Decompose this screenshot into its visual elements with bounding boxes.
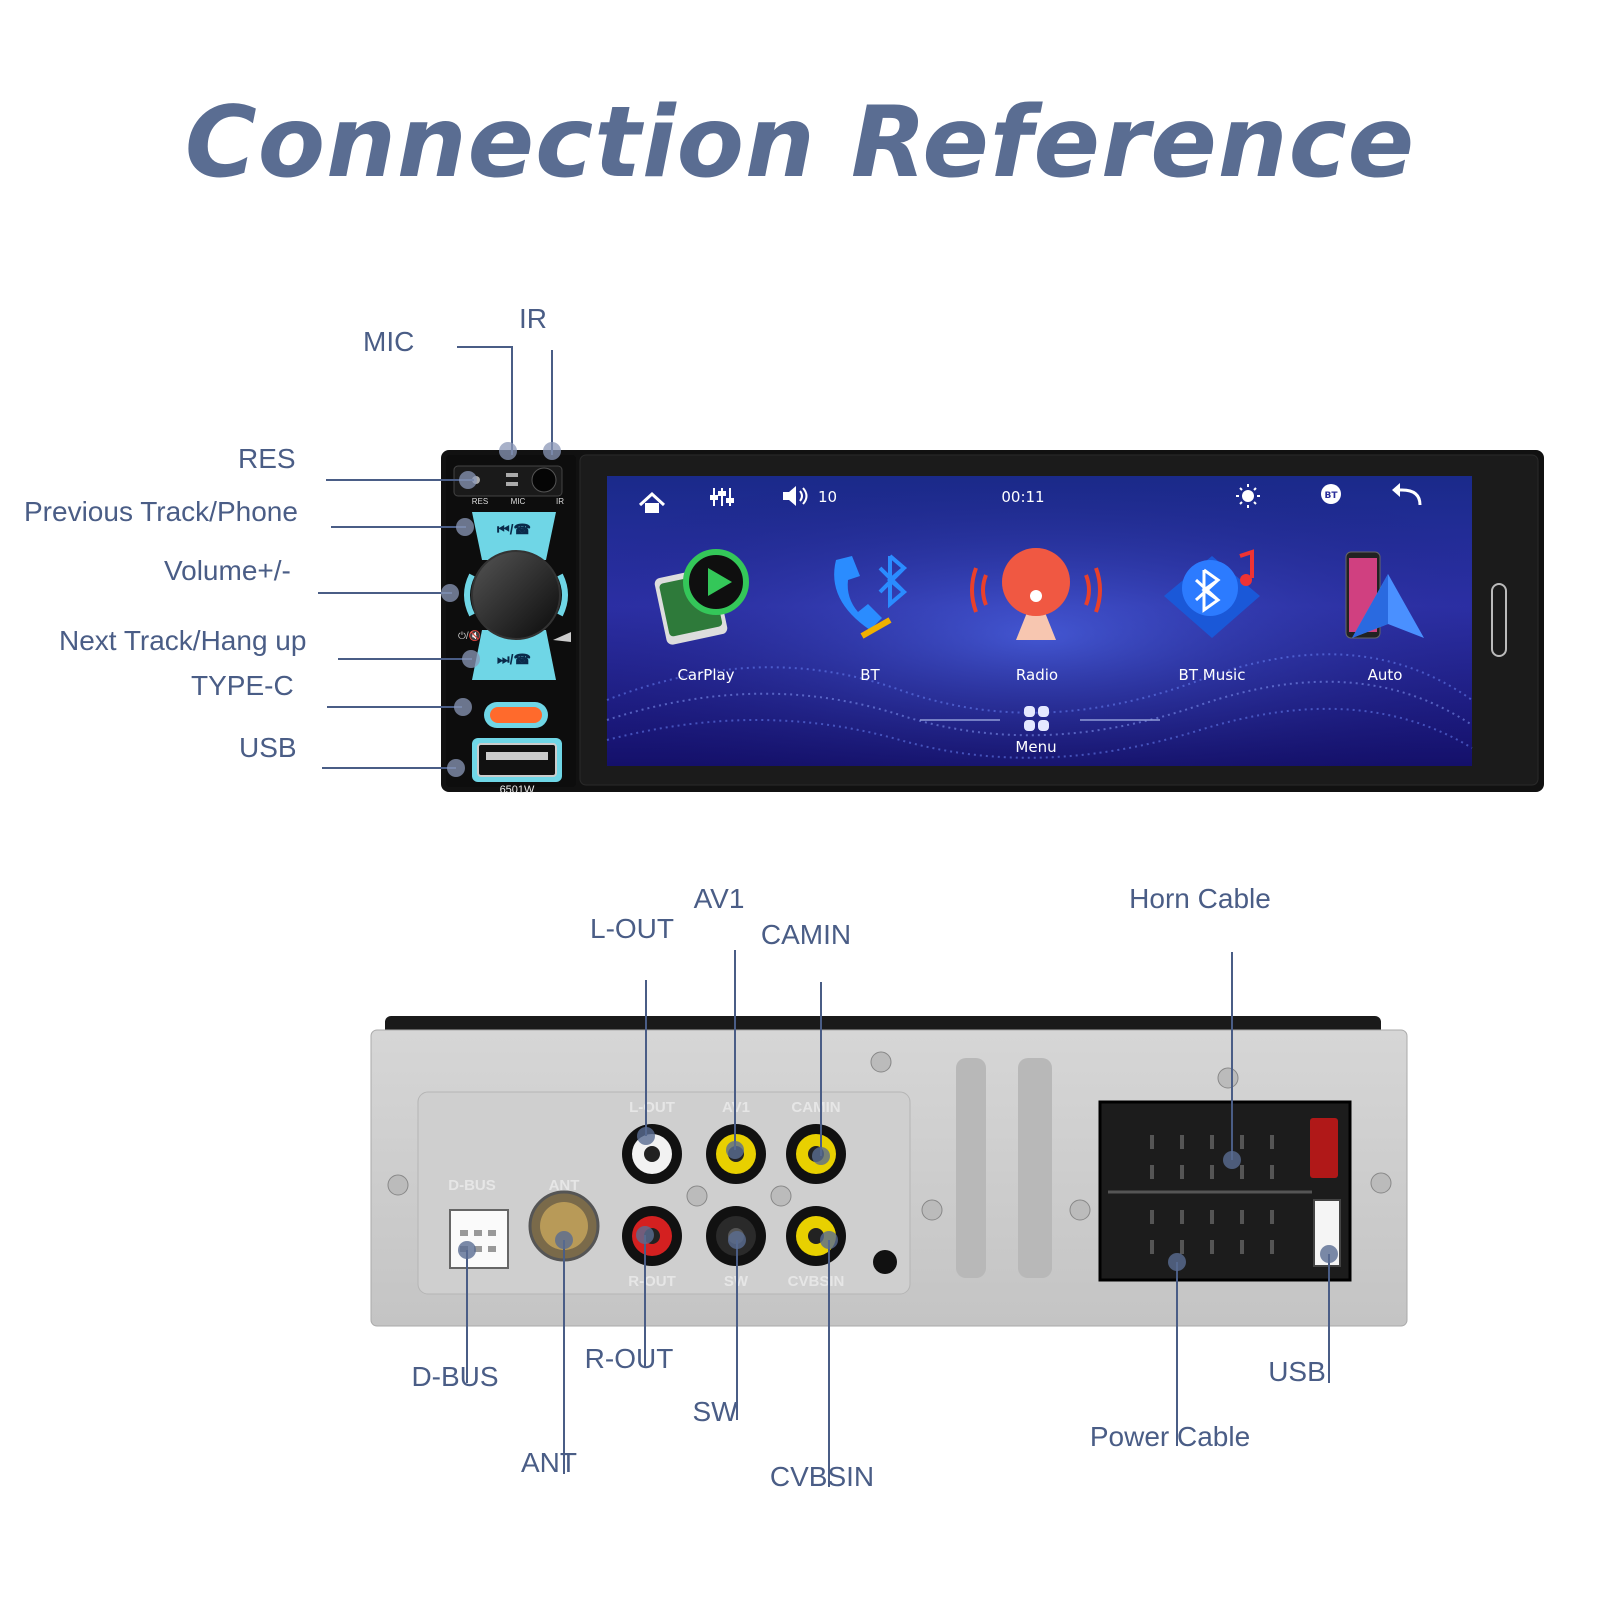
card-slot: [1491, 583, 1507, 657]
app-label: Auto: [1368, 666, 1403, 684]
volume-level-text: 10: [818, 488, 837, 506]
rear-callout-dots: [458, 1127, 1338, 1271]
bluetooth-music-icon: [1164, 549, 1260, 638]
app-bt[interactable]: BT: [834, 554, 908, 684]
power-mute-icon: ⏻/🔇: [458, 629, 481, 642]
back-arrow-icon[interactable]: [1392, 483, 1422, 506]
app-bt-music[interactable]: BT Music: [1164, 549, 1260, 684]
page-title: Connection Reference: [184, 86, 1416, 200]
front-panel: 10 00:11 BT Car: [441, 450, 1544, 796]
android-auto-icon: [1345, 551, 1424, 639]
emboss-cvbsin: CVBSIN: [788, 1273, 845, 1290]
app-label: BT: [860, 666, 880, 684]
app-label: CarPlay: [677, 666, 734, 684]
ir-callout-label: IR: [519, 303, 547, 334]
emboss-ant: ANT: [549, 1177, 580, 1194]
phone-bluetooth-icon: [834, 554, 908, 639]
svg-text:⏮/☎: ⏮/☎: [497, 521, 531, 537]
panel-mark-mic: MIC: [511, 497, 526, 506]
ant-callout-label: ANT: [521, 1447, 577, 1478]
emboss-dbus: D-BUS: [448, 1177, 496, 1194]
dbus-connector[interactable]: [449, 1209, 509, 1269]
vent-slots: [956, 1058, 1052, 1278]
res-callout-label: RES: [238, 443, 296, 474]
previous-track-button[interactable]: [472, 512, 556, 560]
front-callout-dots: [441, 442, 561, 777]
app-label: Radio: [1016, 666, 1058, 684]
dbus-callout-label: D-BUS: [411, 1361, 499, 1392]
typec-callout-label: TYPE-C: [191, 670, 294, 701]
radio-icon: [970, 548, 1102, 640]
volume-callout-label: Volume+/-: [164, 555, 291, 586]
volume-knob[interactable]: [471, 550, 561, 640]
menu-button[interactable]: Menu: [1015, 706, 1057, 756]
panel-mark-ir: IR: [556, 497, 564, 506]
emboss-lout: L-OUT: [629, 1099, 675, 1116]
av1-callout-label: AV1: [693, 883, 745, 914]
brightness-icon[interactable]: [1236, 484, 1260, 508]
cvbsin-callout-label: CVBSIN: [769, 1461, 875, 1492]
speaker-icon[interactable]: [783, 486, 808, 506]
emboss-camin: CAMIN: [791, 1099, 840, 1116]
model-mark: 6501W: [500, 784, 535, 796]
app-carplay[interactable]: CarPlay: [654, 549, 749, 684]
menu-label: Menu: [1015, 738, 1056, 756]
menu-grid-icon: [1024, 706, 1049, 731]
lout-callout-label: L-OUT: [590, 913, 674, 944]
home-icon[interactable]: [638, 491, 666, 513]
svg-text:BT: BT: [1325, 491, 1339, 501]
next-track-callout-label: Next Track/Hang up: [59, 625, 307, 656]
ir-sensor: [531, 467, 557, 493]
prev-track-callout-label: Previous Track/Phone: [24, 496, 298, 527]
horn-cable-callout-label: Horn Cable: [1129, 883, 1271, 914]
rout-callout-label: R-OUT: [584, 1343, 674, 1374]
emboss-rout: R-OUT: [628, 1273, 676, 1290]
next-track-button[interactable]: [472, 630, 556, 680]
rear-leader-lines: [466, 950, 1330, 1487]
volume-ramp-icon: [553, 632, 571, 642]
app-label: BT Music: [1179, 666, 1246, 684]
app-auto[interactable]: Auto: [1345, 551, 1424, 684]
typec-port[interactable]: [490, 707, 542, 723]
panel-mark-res: RES: [472, 497, 488, 506]
camin-callout-label: CAMIN: [760, 919, 852, 950]
fuse: [1310, 1118, 1338, 1178]
front-leader-lines: [318, 346, 553, 769]
sw-callout-label: SW: [692, 1396, 738, 1427]
usb-front-callout-label: USB: [239, 732, 297, 763]
mic-hole: [506, 473, 518, 477]
power-cable-callout-label: Power Cable: [1089, 1421, 1251, 1452]
usb-rear-callout-label: USB: [1268, 1356, 1326, 1387]
app-radio[interactable]: Radio: [970, 548, 1102, 684]
svg-text:⏭/☎: ⏭/☎: [497, 651, 531, 667]
equalizer-icon[interactable]: [710, 488, 734, 506]
mounting-screws: [387, 1051, 1392, 1221]
rear-panel: D-BUS ANT L-OUT AV1 CAMIN R-OUT SW CVBSI…: [370, 1016, 1408, 1327]
wave-background: [606, 653, 1473, 759]
carplay-icon: [654, 549, 749, 645]
bluetooth-badge-icon[interactable]: BT: [1321, 484, 1341, 504]
mic-callout-label: MIC: [363, 326, 415, 357]
clock-text: 00:11: [1001, 488, 1044, 506]
